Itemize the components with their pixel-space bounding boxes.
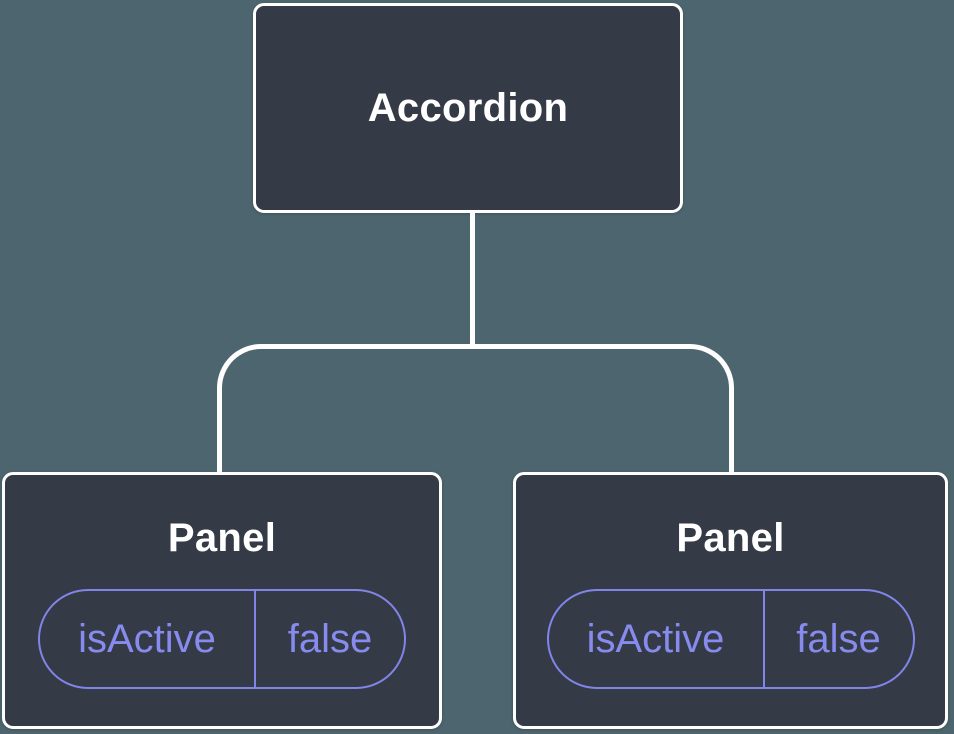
panel-left-state-name: isActive bbox=[40, 591, 256, 687]
node-accordion: Accordion bbox=[253, 3, 683, 213]
panel-left-label: Panel bbox=[167, 516, 277, 560]
panel-right-state-pill: isActive false bbox=[546, 589, 915, 689]
panel-right-state-value: false bbox=[796, 616, 881, 661]
panel-right-state-name: isActive bbox=[549, 591, 765, 687]
panel-left-state-value: false bbox=[287, 616, 373, 661]
node-panel-right: Panel isActive false bbox=[513, 472, 948, 729]
panel-right-label: Panel bbox=[676, 516, 785, 560]
panel-left-state-pill: isActive false bbox=[38, 589, 406, 689]
node-panel-left: Panel isActive false bbox=[2, 472, 442, 729]
connector-stem bbox=[470, 211, 475, 348]
accordion-node-label: Accordion bbox=[367, 86, 569, 130]
connector-bracket bbox=[217, 344, 734, 473]
